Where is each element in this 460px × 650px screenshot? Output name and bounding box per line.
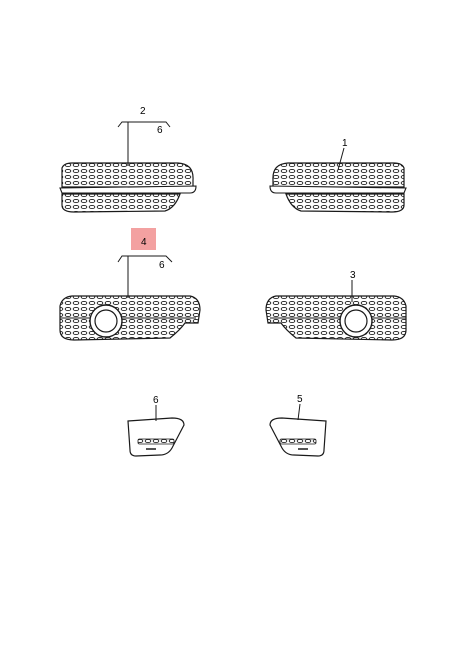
leader-lines [117, 121, 353, 421]
callout-5: 5 [297, 394, 303, 405]
callout-3: 3 [350, 270, 356, 281]
callout-6-top: 6 [157, 125, 163, 136]
callout-4: 4 [141, 237, 147, 248]
callout-2: 2 [140, 106, 146, 117]
callout-6-mid: 6 [159, 260, 165, 271]
grille-top-left [59, 162, 197, 213]
bracket-right [269, 417, 327, 457]
grille-top-right [269, 162, 407, 213]
grille-fog-left [59, 295, 201, 341]
grille-fog-right [265, 295, 407, 341]
callout-4-highlight [131, 228, 156, 250]
callout-1: 1 [342, 138, 348, 149]
bracket-left [127, 417, 185, 457]
callout-6-bottom: 6 [153, 395, 159, 406]
